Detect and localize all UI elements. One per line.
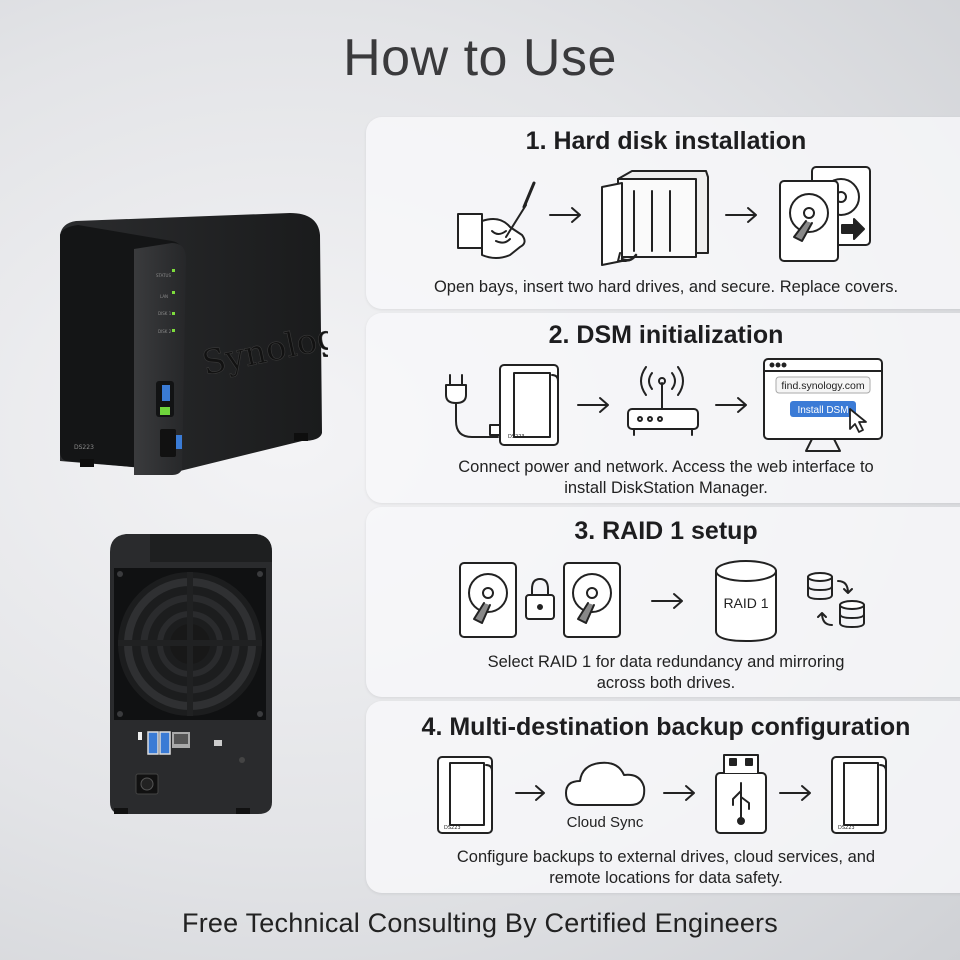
- step-card-1: 1. Hard disk installation Open bays, ins…: [366, 117, 960, 309]
- nas-device-icon: DS223: [437, 756, 493, 834]
- step-title: 4. Multi-destination backup configuratio…: [421, 713, 911, 741]
- database-sync-icon: [807, 572, 865, 628]
- led-label-disk2: DISK 2: [158, 329, 172, 334]
- led-label-status: STATUS: [156, 273, 171, 278]
- usb-drive-icon: [715, 754, 767, 834]
- step-description: Configure backups to external drives, cl…: [396, 847, 936, 889]
- step-description-line: remote locations for data safety.: [549, 869, 783, 887]
- hard-drive-icon: [563, 562, 621, 638]
- step-card-2: 2. DSM initialization DS223: [366, 313, 960, 503]
- step-description-line: Configure backups to external drives, cl…: [456, 848, 876, 866]
- nas-model-label: DS223: [444, 825, 461, 831]
- cloud-icon: [565, 761, 646, 806]
- step-title: 2. DSM initialization: [548, 321, 784, 349]
- raid-label: RAID 1: [723, 595, 768, 611]
- arrow-right-icon: [651, 593, 683, 609]
- nas-model-label: DS223: [838, 825, 855, 831]
- led-label-lan: LAN: [160, 294, 168, 299]
- nas-device-icon: DS223: [831, 756, 887, 834]
- power-plug-icon: [445, 374, 501, 438]
- install-dsm-button: Install DSM: [797, 405, 848, 416]
- nas-model-label: DS223: [508, 434, 525, 440]
- arrow-right-icon: [549, 207, 581, 223]
- step-description-line: Connect power and network. Access the we…: [458, 458, 874, 476]
- page-title: How to Use: [343, 29, 617, 87]
- footer-tagline: Free Technical Consulting By Certified E…: [182, 908, 778, 938]
- cloud-sync-label: Cloud Sync: [566, 814, 644, 831]
- step-description-line: install DiskStation Manager.: [564, 479, 768, 497]
- model-label: DS223: [74, 444, 94, 451]
- lock-icon: [525, 578, 555, 620]
- raid-cylinder-icon: RAID 1: [715, 560, 777, 642]
- browser-url-text: find.synology.com: [781, 380, 865, 392]
- nas-open-bay-icon: [601, 170, 709, 266]
- browser-monitor-icon: find.synology.com Install DSM: [763, 358, 883, 452]
- step-card-4: 4. Multi-destination backup configuratio…: [366, 701, 960, 893]
- step-description: Select RAID 1 for data redundancy and mi…: [396, 652, 936, 694]
- step-title: 1. Hard disk installation: [525, 127, 807, 155]
- router-icon: [627, 366, 699, 436]
- arrow-right-icon: [515, 785, 545, 801]
- arrow-right-icon: [663, 785, 695, 801]
- nas-back-image: [110, 534, 272, 814]
- hard-drive-icon: [459, 562, 517, 638]
- step-description-line: Select RAID 1 for data redundancy and mi…: [487, 653, 845, 671]
- step-description: Connect power and network. Access the we…: [396, 457, 936, 499]
- hand-screwdriver-icon: [457, 181, 536, 259]
- step-description-line: across both drives.: [596, 674, 736, 692]
- arrow-right-icon: [779, 785, 811, 801]
- step-title: 3. RAID 1 setup: [574, 517, 758, 545]
- arrow-right-icon: [577, 397, 609, 413]
- arrow-right-icon: [725, 207, 757, 223]
- step-card-3: 3. RAID 1 setup RAID 1: [366, 507, 960, 697]
- nas-front-image: STATUS LAN DISK 1 DISK 2 DS223 Synology: [60, 213, 328, 475]
- arrow-right-icon: [715, 397, 747, 413]
- led-label-disk1: DISK 1: [158, 311, 172, 316]
- hard-drives-icon: [779, 166, 871, 262]
- nas-device-icon: DS223: [499, 364, 559, 446]
- step-description: Open bays, insert two hard drives, and s…: [433, 278, 899, 296]
